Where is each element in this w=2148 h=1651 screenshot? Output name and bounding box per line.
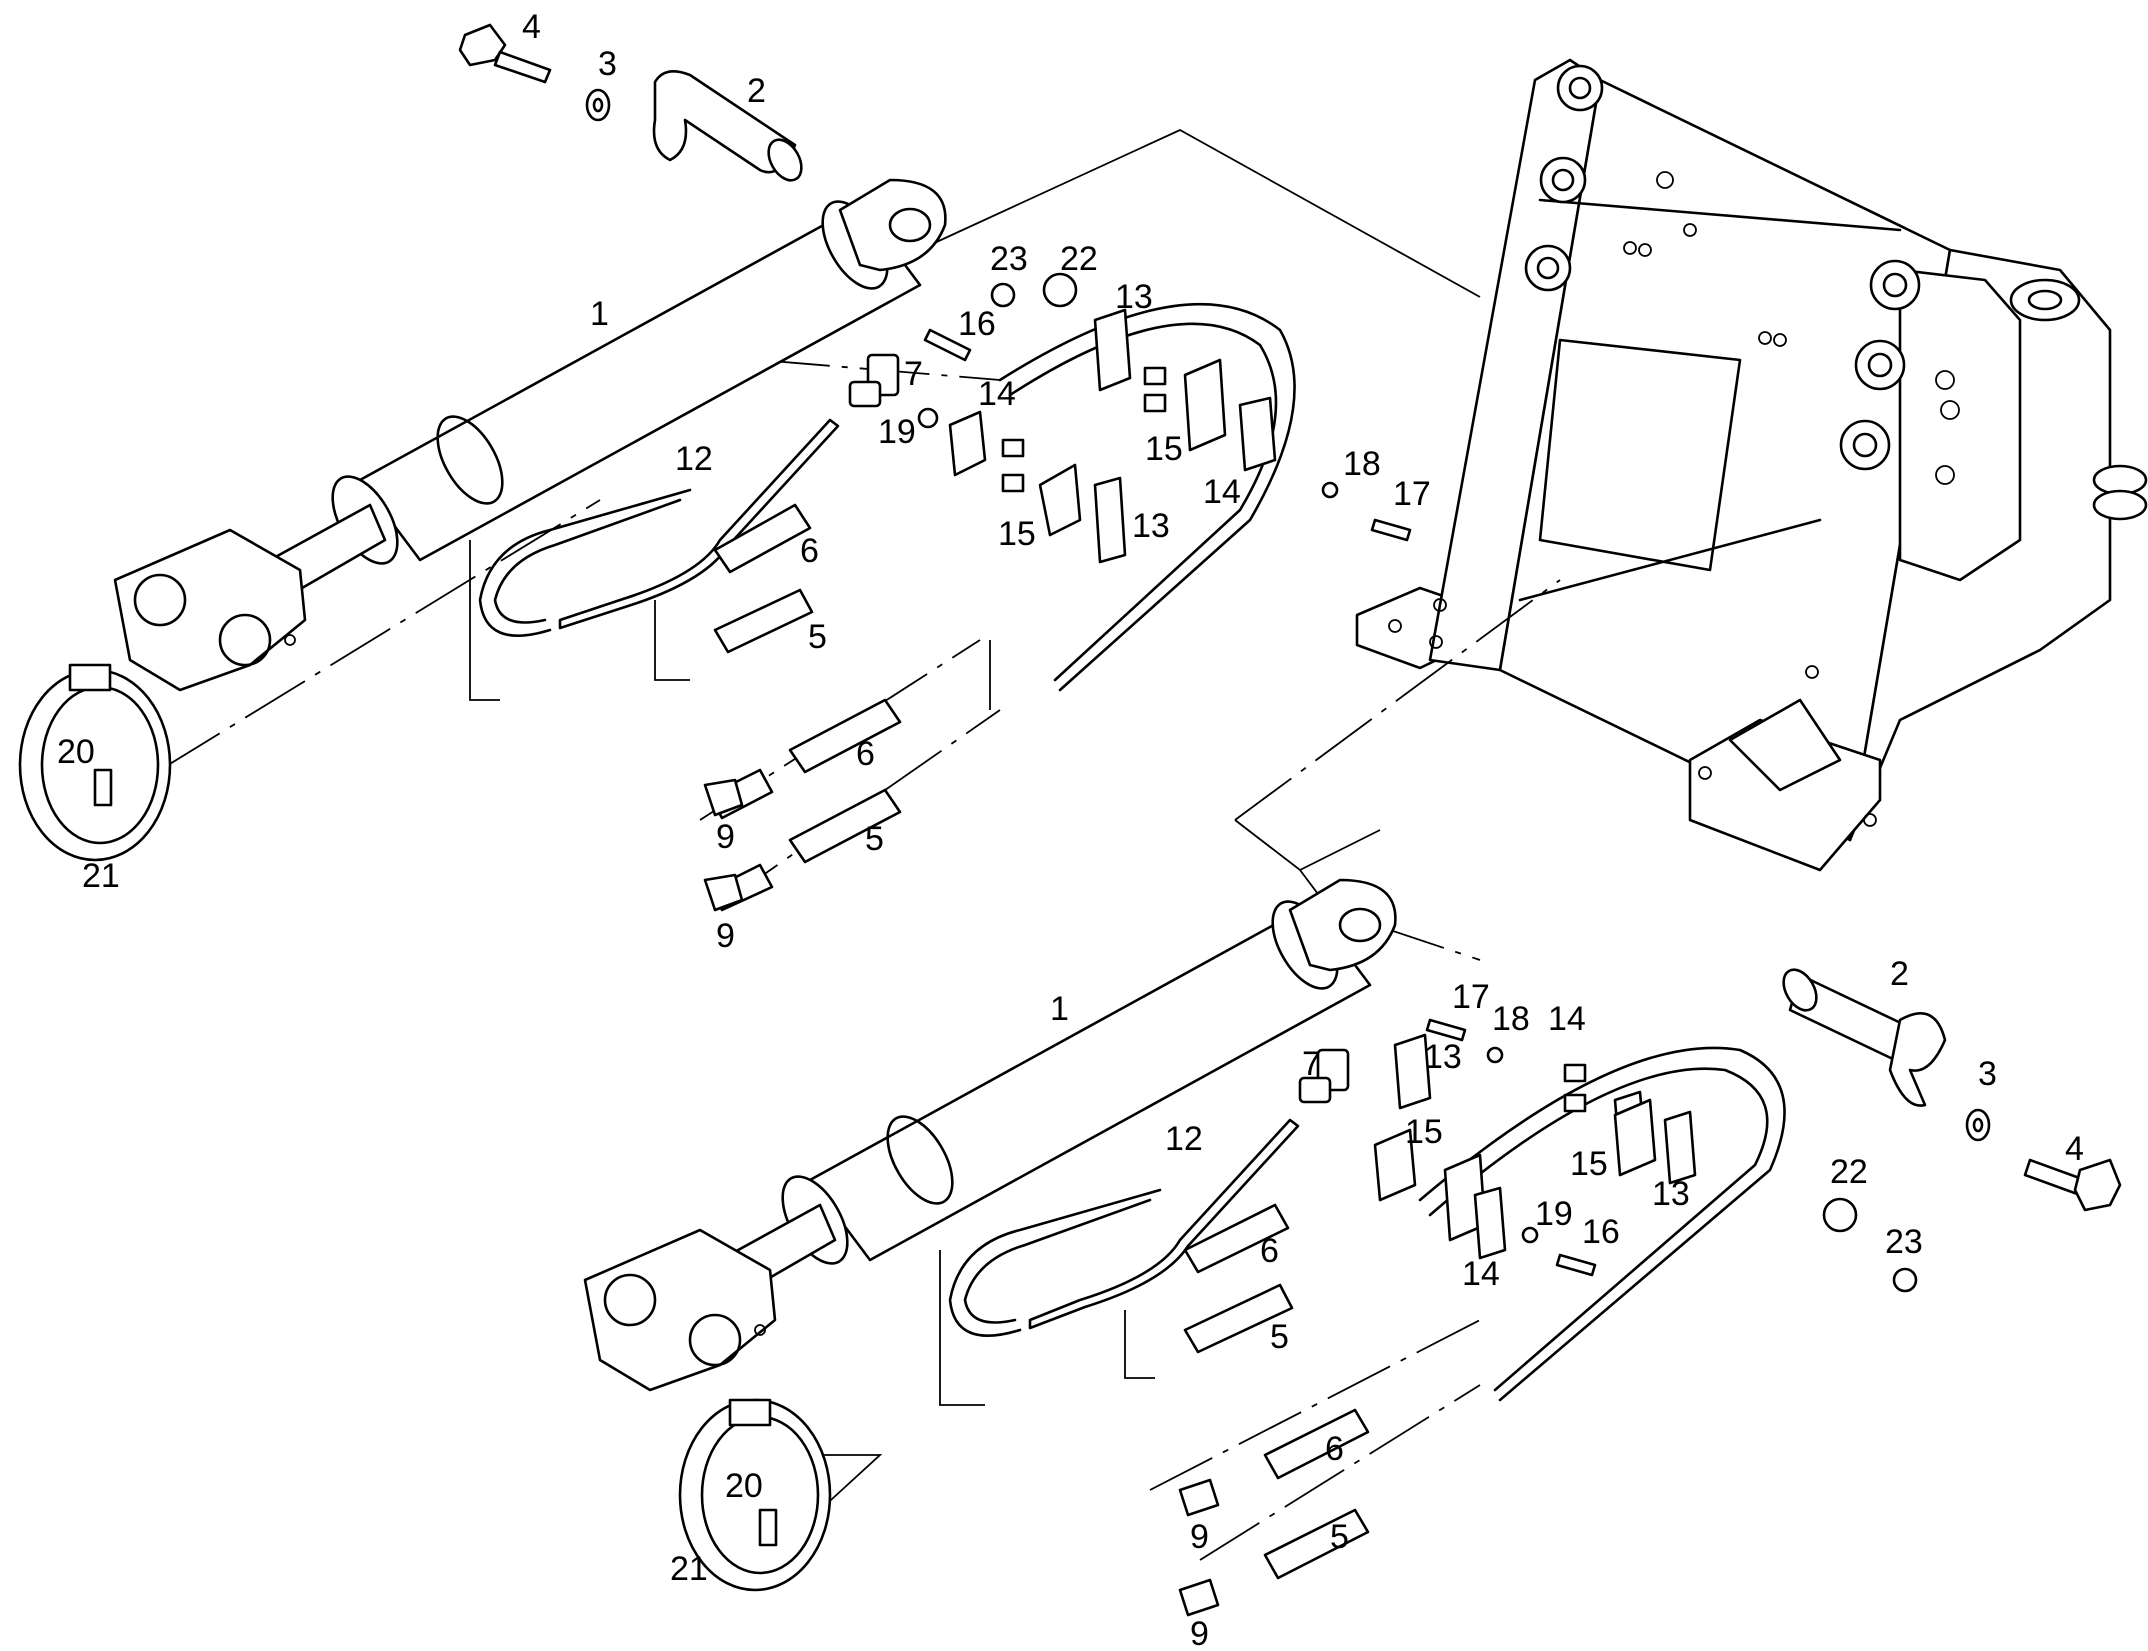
callout-6: 6	[856, 735, 875, 773]
callout-2: 2	[1890, 955, 1909, 993]
callout-19: 19	[1535, 1195, 1573, 1233]
callout-12: 12	[675, 440, 713, 478]
callout-7: 7	[1302, 1045, 1321, 1083]
callout-16: 16	[1582, 1213, 1620, 1251]
callout-18: 18	[1492, 1000, 1530, 1038]
callout-20: 20	[57, 733, 95, 771]
fitting-6-upper	[713, 503, 812, 574]
callout-12: 12	[1165, 1120, 1203, 1158]
callout-13: 13	[1115, 278, 1153, 316]
callout-3: 3	[598, 45, 617, 83]
hose-12-lower	[948, 1118, 1300, 1338]
callout-5: 5	[865, 820, 884, 858]
callout-labels: 1 2 3 4 5 5 6 6 7 9 9 12 13 13 14 14 15 …	[57, 8, 2084, 1651]
callout-4: 4	[522, 8, 541, 46]
callout-16: 16	[958, 305, 996, 343]
main-frame	[1355, 58, 2148, 872]
fitting-5-upper	[713, 588, 814, 654]
fittings-lower	[1178, 1203, 1370, 1617]
callout-15: 15	[998, 515, 1036, 553]
washer-3-lower	[1965, 1108, 1991, 1142]
callout-5: 5	[1330, 1518, 1349, 1556]
callout-5: 5	[808, 618, 827, 656]
callout-6: 6	[1260, 1232, 1279, 1270]
callout-13: 13	[1652, 1175, 1690, 1213]
callout-14: 14	[1548, 1000, 1586, 1038]
leader-lines	[159, 128, 1561, 1561]
lower-cylinder	[583, 878, 1397, 1392]
callout-15: 15	[1145, 430, 1183, 468]
clamp-parts-lower	[1373, 1018, 1918, 1293]
washer-3-upper	[585, 88, 611, 122]
callout-21: 21	[82, 857, 120, 895]
bolt-4-lower	[2023, 1158, 2122, 1212]
pin-2-lower	[1782, 968, 1947, 1107]
callout-9: 9	[716, 917, 735, 955]
callout-2: 2	[747, 72, 766, 110]
callout-4: 4	[2065, 1130, 2084, 1168]
upper-cylinder	[113, 178, 947, 692]
callout-20: 20	[725, 1467, 763, 1505]
callout-1: 1	[1050, 990, 1069, 1028]
pin-2-upper	[652, 70, 803, 182]
callout-6: 6	[1325, 1430, 1344, 1468]
callout-21: 21	[670, 1550, 708, 1588]
callout-22: 22	[1830, 1153, 1868, 1191]
callout-15: 15	[1570, 1145, 1608, 1183]
hose-clamp-lower	[678, 1398, 832, 1592]
hose-clamp-upper	[18, 663, 172, 862]
callout-3: 3	[1978, 1055, 1997, 1093]
callout-13: 13	[1424, 1038, 1462, 1076]
clamp-parts-upper	[917, 272, 1412, 564]
caps-9-upper	[703, 778, 744, 912]
callout-1: 1	[590, 295, 609, 333]
bolt-4-upper	[458, 23, 552, 84]
callout-9: 9	[1190, 1615, 1209, 1651]
callout-14: 14	[978, 375, 1016, 413]
callout-23: 23	[1885, 1223, 1923, 1261]
callout-19: 19	[878, 413, 916, 451]
callout-14: 14	[1203, 473, 1241, 511]
hose-loop-lower	[1418, 1046, 1786, 1402]
callout-5: 5	[1270, 1318, 1289, 1356]
callout-6: 6	[800, 532, 819, 570]
callout-7: 7	[904, 355, 923, 393]
callout-17: 17	[1452, 978, 1490, 1016]
callout-9: 9	[1190, 1518, 1209, 1556]
callout-14: 14	[1462, 1255, 1500, 1293]
hose-12-upper	[478, 418, 840, 638]
callout-9: 9	[716, 818, 735, 856]
callout-13: 13	[1132, 507, 1170, 545]
callout-17: 17	[1393, 475, 1431, 513]
callout-22: 22	[1060, 240, 1098, 278]
callout-18: 18	[1343, 445, 1381, 483]
callout-23: 23	[990, 240, 1028, 278]
callout-15: 15	[1405, 1113, 1443, 1151]
